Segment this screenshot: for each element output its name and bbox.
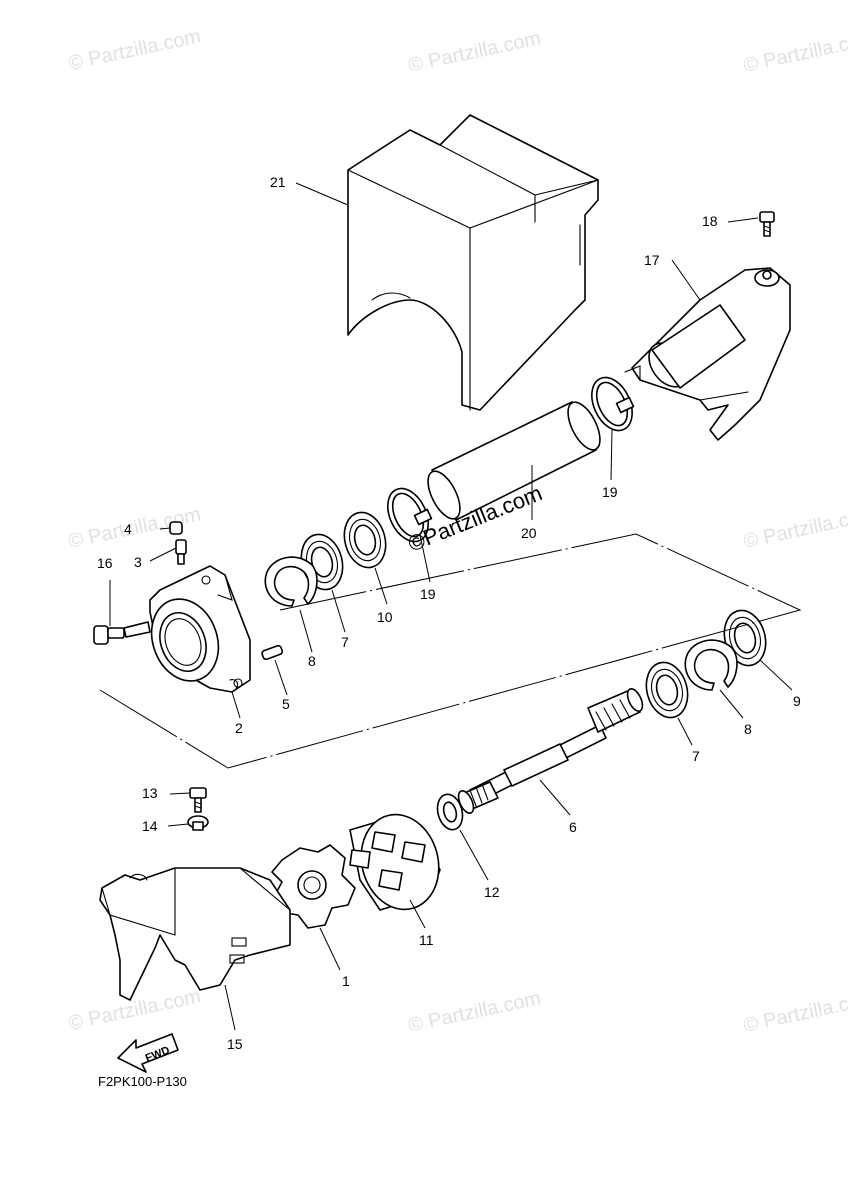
callout-8-lower: 8	[744, 721, 752, 737]
callout-1: 1	[342, 973, 350, 989]
clamp-part-19-upper[interactable]	[584, 371, 640, 437]
watermark: © Partzilla.com	[66, 25, 202, 75]
callout-numbers: 21 17 18 19 20 19 10 7 8 4 3 16 2 5 9 8 …	[97, 174, 801, 1052]
bracket-part-15[interactable]	[99, 867, 291, 1001]
coupling-part-11[interactable]	[349, 806, 449, 918]
callout-12: 12	[484, 884, 500, 900]
bearing-part-9[interactable]	[718, 606, 771, 670]
grease-nipple-part-3[interactable]	[175, 539, 187, 565]
cover-part-21[interactable]	[347, 114, 599, 411]
callout-16: 16	[97, 555, 113, 571]
housing-part-2[interactable]	[141, 565, 251, 693]
callout-21: 21	[270, 174, 286, 190]
bolt-part-13[interactable]	[189, 787, 207, 813]
callout-2: 2	[235, 720, 243, 736]
dowel-pin-part-5[interactable]	[261, 644, 284, 661]
watermark: © Partzilla.com	[741, 503, 848, 553]
tube-part-20[interactable]	[422, 397, 607, 523]
bearing-part-7-lower[interactable]	[640, 658, 693, 722]
damper-part-1[interactable]	[271, 844, 356, 929]
diagram-code: F2PK100-P130	[98, 1074, 187, 1089]
watermark: © Partzilla.com	[406, 987, 542, 1037]
callout-9: 9	[793, 693, 801, 709]
callout-6: 6	[569, 819, 577, 835]
callout-5: 5	[282, 696, 290, 712]
watermark: © Partzilla.com	[741, 987, 848, 1037]
forward-arrow-icon: FWD	[117, 1033, 179, 1073]
cap-part-4[interactable]	[169, 521, 183, 535]
circlip-part-8-lower[interactable]	[684, 639, 738, 691]
callout-7-upper: 7	[341, 634, 349, 650]
callout-13: 13	[142, 785, 158, 801]
watermark: © Partzilla.com	[406, 27, 542, 77]
callout-18: 18	[702, 213, 718, 229]
callout-20: 20	[521, 525, 537, 541]
clamp-part-19-lower[interactable]	[380, 482, 436, 548]
callout-3: 3	[134, 554, 142, 570]
bearing-part-10[interactable]	[338, 508, 391, 572]
drive-shaft-part-6[interactable]	[455, 687, 645, 816]
bolt-part-18[interactable]	[759, 211, 775, 237]
callout-10: 10	[377, 609, 393, 625]
washer-part-12[interactable]	[434, 792, 466, 833]
callout-14: 14	[142, 818, 158, 834]
callout-19-upper: 19	[602, 484, 618, 500]
callout-11: 11	[419, 932, 434, 948]
callout-19-lower: 19	[420, 586, 436, 602]
callout-8-upper: 8	[308, 653, 316, 669]
leader-lines	[109, 182, 793, 1031]
callout-4: 4	[124, 521, 132, 537]
nozzle-part-17[interactable]	[624, 267, 791, 441]
callout-17: 17	[644, 252, 660, 268]
washer-part-14[interactable]	[187, 815, 209, 831]
watermark: © Partzilla.com	[66, 985, 202, 1035]
assembly-boundary	[99, 533, 802, 769]
callout-7-lower: 7	[692, 748, 700, 764]
circlip-part-8-upper[interactable]	[264, 556, 318, 607]
watermark: © Partzilla.com	[741, 27, 848, 77]
callout-15: 15	[227, 1036, 243, 1052]
bolt-part-16[interactable]	[93, 621, 151, 645]
